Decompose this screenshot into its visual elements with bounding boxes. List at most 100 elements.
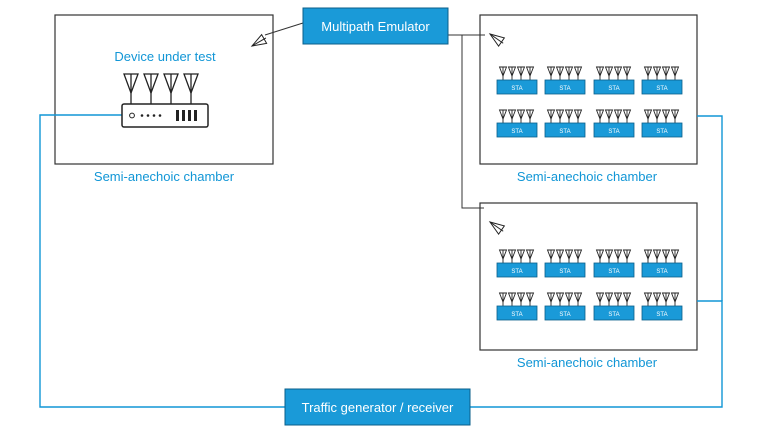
sta-box <box>544 79 586 95</box>
antenna-icon <box>622 66 632 80</box>
dut-device <box>121 73 209 128</box>
sta-station: STA <box>593 66 635 95</box>
sta-label: STA <box>656 129 667 135</box>
antenna-icon <box>604 66 614 80</box>
sta-box <box>593 262 635 278</box>
antenna-icon <box>488 221 506 235</box>
chamber-antennas <box>250 33 506 235</box>
sta-station: STA <box>544 66 586 95</box>
sta-station: STA <box>496 109 538 138</box>
sta-station: STA <box>593 109 635 138</box>
antenna-icon <box>525 249 535 263</box>
traffic-cabling <box>39 114 723 408</box>
antenna-icon <box>546 292 556 306</box>
antenna-icon <box>525 109 535 123</box>
antenna-icon <box>564 109 574 123</box>
chamber-left <box>54 14 274 165</box>
antenna-icon <box>661 109 671 123</box>
antenna-icon <box>652 66 662 80</box>
antenna-icon <box>622 109 632 123</box>
chamber-top-right <box>479 14 698 165</box>
sta-label: STA <box>559 86 570 92</box>
antenna-icon <box>525 66 535 80</box>
antenna-icon <box>555 66 565 80</box>
sta-station: STA <box>496 66 538 95</box>
sta-box <box>496 262 538 278</box>
antenna-icon <box>507 249 517 263</box>
antenna-icon <box>183 73 199 104</box>
antenna-icon <box>564 292 574 306</box>
sta-label: STA <box>656 312 667 318</box>
sta-label: STA <box>511 312 522 318</box>
antenna-icon <box>498 66 508 80</box>
antenna-icon <box>661 66 671 80</box>
antenna-icon <box>595 66 605 80</box>
antenna-icon <box>525 292 535 306</box>
antenna-icon <box>573 292 583 306</box>
antenna-icon <box>516 292 526 306</box>
antenna-icon <box>498 292 508 306</box>
antenna-icon <box>250 33 268 47</box>
sta-box <box>496 79 538 95</box>
antenna-icon <box>604 109 614 123</box>
chamber-top-right-label: Semi-anechoic chamber <box>517 169 658 184</box>
antenna-icon <box>516 109 526 123</box>
antenna-icon <box>643 249 653 263</box>
antenna-icon <box>595 249 605 263</box>
antenna-icon <box>595 292 605 306</box>
sta-station: STA <box>641 109 683 138</box>
traffic-generator-box[interactable] <box>284 388 471 426</box>
sta-label: STA <box>608 129 619 135</box>
antenna-icon <box>613 292 623 306</box>
sta-grid-top: STA STA STA STA STA STA STA STA <box>496 66 683 138</box>
antenna-icon <box>613 109 623 123</box>
chamber-bottom-right <box>479 202 698 351</box>
antenna-icon <box>613 66 623 80</box>
antenna-icon <box>516 66 526 80</box>
chamber-left-label: Semi-anechoic chamber <box>94 169 235 184</box>
antenna-icon <box>670 292 680 306</box>
antenna-icon <box>643 66 653 80</box>
dut-label: Device under test <box>114 49 216 64</box>
antenna-icon <box>573 109 583 123</box>
antenna-icon <box>670 249 680 263</box>
dut-antennas <box>123 73 199 104</box>
antenna-icon <box>652 249 662 263</box>
antenna-icon <box>573 66 583 80</box>
sta-label: STA <box>559 129 570 135</box>
antenna-icon <box>546 109 556 123</box>
sta-station: STA <box>593 292 635 321</box>
sta-box <box>593 122 635 138</box>
sta-station: STA <box>544 109 586 138</box>
antenna-icon <box>661 292 671 306</box>
sta-box <box>641 122 683 138</box>
sta-label: STA <box>608 86 619 92</box>
antenna-icon <box>555 109 565 123</box>
antenna-icon <box>595 109 605 123</box>
antenna-icon <box>555 292 565 306</box>
sta-label: STA <box>511 129 522 135</box>
multipath-emulator-box[interactable] <box>302 7 449 45</box>
antenna-icon <box>670 109 680 123</box>
antenna-icon <box>652 292 662 306</box>
antenna-icon <box>498 109 508 123</box>
sta-station: STA <box>641 66 683 95</box>
sta-station: STA <box>496 292 538 321</box>
antenna-icon <box>564 66 574 80</box>
antenna-icon <box>143 73 159 104</box>
antenna-icon <box>507 66 517 80</box>
antenna-icon <box>573 249 583 263</box>
sta-box <box>544 305 586 321</box>
sta-label: STA <box>656 269 667 275</box>
antenna-icon <box>604 249 614 263</box>
antenna-icon <box>670 66 680 80</box>
traffic-generator-label: Traffic generator / receiver <box>302 400 454 415</box>
antenna-icon <box>546 66 556 80</box>
sta-label: STA <box>608 269 619 275</box>
sta-label: STA <box>656 86 667 92</box>
sta-station: STA <box>641 292 683 321</box>
sta-label: STA <box>559 269 570 275</box>
sta-box <box>641 262 683 278</box>
sta-box <box>593 79 635 95</box>
